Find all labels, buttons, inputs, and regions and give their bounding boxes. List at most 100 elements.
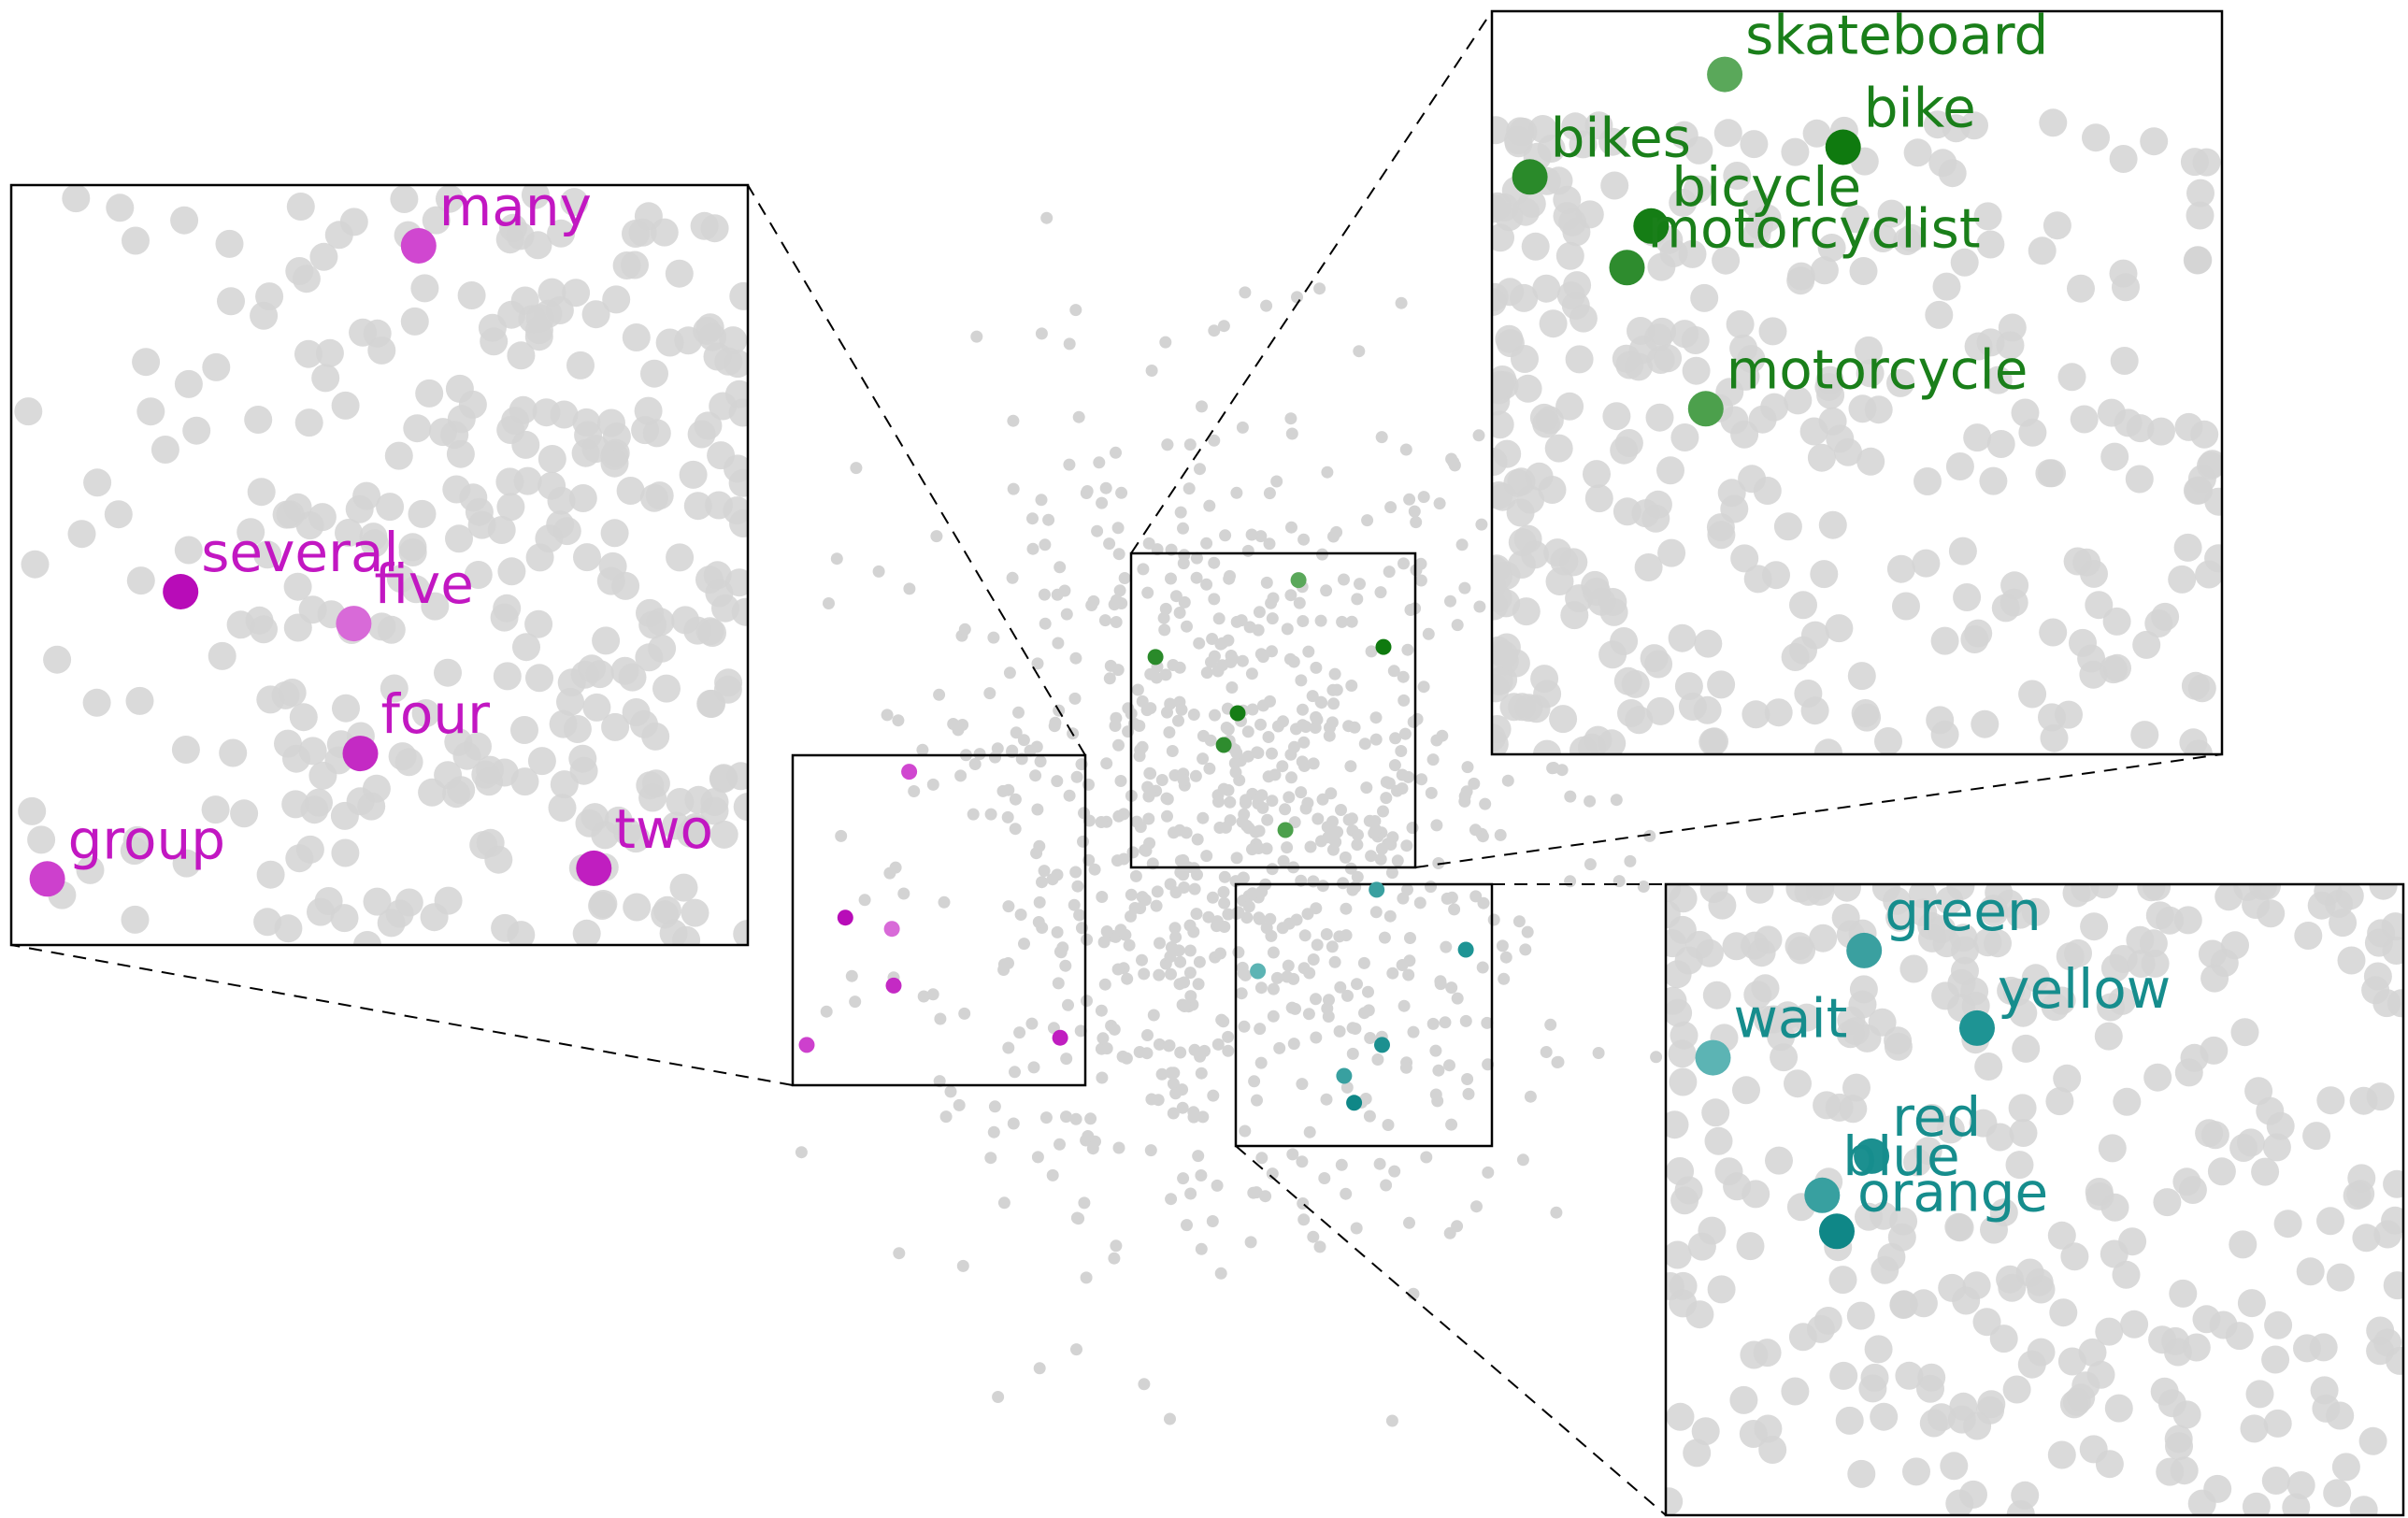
background-point xyxy=(1110,446,1122,459)
background-point xyxy=(1126,846,1140,859)
inset-background-point xyxy=(27,825,56,854)
background-point xyxy=(1078,807,1090,820)
background-point xyxy=(1352,828,1364,841)
inset-background-point xyxy=(1940,1452,1969,1481)
highlight-point-motorcyclist xyxy=(1609,250,1645,286)
inset-background-point xyxy=(572,919,601,945)
inset-background-point xyxy=(1802,119,1831,148)
background-point xyxy=(1229,766,1242,779)
inset-background-point xyxy=(527,747,556,776)
background-point xyxy=(1358,1007,1370,1020)
inset-background-point xyxy=(1842,1073,1870,1102)
inset-background-point xyxy=(1953,583,1982,611)
background-point xyxy=(1134,821,1147,834)
highlight-point-skateboard xyxy=(1707,56,1743,93)
inset-background-point xyxy=(2251,1157,2280,1186)
background-point xyxy=(1159,336,1172,349)
inset-background-point xyxy=(1835,1406,1864,1435)
inset-background-point xyxy=(274,729,302,758)
inset-background-point xyxy=(524,609,553,638)
background-point xyxy=(1610,794,1623,807)
inset-background-point xyxy=(648,634,677,663)
inset-background-point xyxy=(1492,282,1509,311)
background-point xyxy=(1246,703,1259,716)
inset-background-point xyxy=(1864,395,1893,424)
inset-background-point xyxy=(1690,283,1719,312)
background-point xyxy=(1375,431,1388,444)
background-point xyxy=(1255,789,1268,802)
background-point xyxy=(1375,842,1388,855)
inset-background-point xyxy=(2009,1119,2038,1147)
background-point xyxy=(1388,759,1401,772)
inset-background-point xyxy=(2067,274,2095,303)
inset-background-point xyxy=(1713,119,1742,148)
background-point xyxy=(1108,1252,1121,1265)
highlight-point-motorcycle xyxy=(1687,391,1724,427)
background-point xyxy=(1547,762,1560,774)
inset-background-point xyxy=(1847,1459,1876,1488)
inset-background-point xyxy=(436,185,464,213)
inset-background-point xyxy=(2008,1094,2037,1123)
inset-background-point xyxy=(2200,964,2229,993)
background-point xyxy=(1191,868,1203,881)
background-point xyxy=(1240,794,1253,807)
background-point xyxy=(1395,296,1408,309)
background-point xyxy=(1182,482,1196,495)
background-point xyxy=(1181,1219,1193,1232)
background-point xyxy=(1281,841,1294,854)
background-point xyxy=(1060,1053,1073,1066)
inset-background-point xyxy=(665,259,694,288)
cloud-point-many xyxy=(901,764,918,780)
inset-background-point xyxy=(1869,224,1898,252)
background-point xyxy=(897,887,910,900)
inset-background-point xyxy=(21,550,50,579)
inset-background-point xyxy=(634,202,663,231)
inset-background-point xyxy=(1508,551,1536,579)
inset-background-point xyxy=(1634,553,1663,581)
background-point xyxy=(1310,661,1323,674)
inset-background-point xyxy=(521,185,550,209)
background-point xyxy=(1180,826,1193,839)
cloud-point-four xyxy=(885,977,902,994)
background-point xyxy=(1307,1230,1320,1243)
inset-background-point xyxy=(601,712,630,741)
background-point xyxy=(1382,1119,1395,1131)
inset-background-point xyxy=(1979,466,2008,495)
inset-background-point xyxy=(104,500,133,529)
background-point xyxy=(1473,600,1486,613)
inset-background-point xyxy=(1996,331,2025,360)
background-point xyxy=(1263,487,1276,500)
inset-background-point xyxy=(2261,1467,2290,1495)
inset-background-point xyxy=(305,788,333,817)
background-point xyxy=(973,748,986,761)
inset-background-point xyxy=(1997,976,2026,1005)
inset-background-point xyxy=(1950,248,1979,277)
background-point xyxy=(1320,928,1333,940)
background-point xyxy=(1351,593,1364,606)
inset-background-point xyxy=(1914,467,1942,495)
inset-background-point xyxy=(2266,1111,2295,1140)
inset-background-point xyxy=(2097,398,2126,427)
inset-background-point xyxy=(2237,1289,2266,1318)
inset-background-point xyxy=(1969,1109,1998,1138)
point-label-several: several xyxy=(201,521,398,584)
inset-background-point xyxy=(1945,452,1974,480)
background-point xyxy=(1143,837,1156,850)
inset-background-point xyxy=(506,222,535,251)
background-point xyxy=(1111,522,1125,535)
background-point xyxy=(1346,1047,1359,1060)
background-point xyxy=(1168,1067,1181,1080)
inset-background-point xyxy=(411,699,440,727)
background-point xyxy=(1215,1013,1228,1026)
background-point xyxy=(1163,1039,1176,1052)
inset-background-point xyxy=(666,543,695,572)
inset-background-point xyxy=(1522,695,1551,723)
background-point xyxy=(1296,1078,1309,1091)
inset-background-point xyxy=(1691,1417,1720,1446)
background-point xyxy=(1232,946,1245,959)
background-point xyxy=(1321,465,1334,479)
background-point xyxy=(1111,664,1125,677)
inset-background-point xyxy=(621,251,649,279)
inset-background-point xyxy=(315,338,344,367)
background-point xyxy=(1222,723,1235,736)
